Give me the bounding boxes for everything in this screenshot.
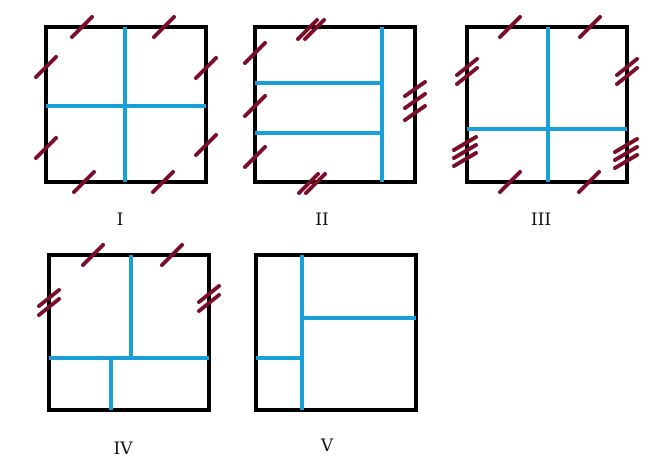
congruence-ticks [34,15,218,194]
congruence-ticks [452,15,639,194]
congruence-ticks [37,243,221,317]
square-outline [254,253,418,412]
figure-label: III [531,210,551,230]
figure-iv: IV [37,243,221,459]
figure-v: V [254,253,418,456]
figure-label: V [320,436,334,456]
figure-label: IV [114,439,134,459]
figure-i: I [34,15,218,230]
figure-label: I [117,210,124,230]
congruence-ticks [243,18,427,195]
figure-label: II [315,210,328,230]
figure-iii: III [452,15,639,230]
square-outline [253,25,417,184]
figure-ii: II [243,18,427,230]
